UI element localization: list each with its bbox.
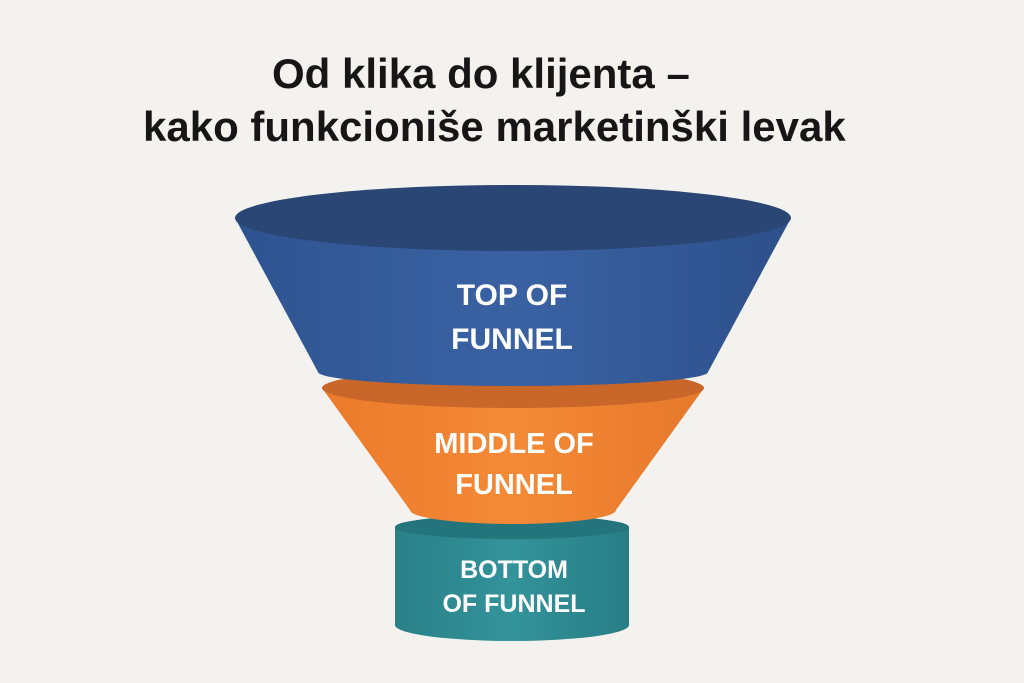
stage-bottom-body	[395, 527, 629, 641]
stage-middle-body	[322, 388, 704, 524]
stage-bottom-label-2: OF FUNNEL	[442, 590, 585, 618]
stage-top-body	[235, 218, 791, 386]
stage-top-label-2: FUNNEL	[451, 323, 573, 356]
stage-middle-label-2: FUNNEL	[455, 469, 573, 501]
stage-bottom-label-1: BOTTOM	[460, 556, 568, 584]
funnel-stage-top: TOP OF FUNNEL	[235, 185, 791, 386]
funnel-stage-bottom: BOTTOM OF FUNNEL	[395, 515, 629, 641]
title-line-1: Od klika do klijenta –	[272, 50, 690, 97]
stage-top-rim	[235, 185, 791, 251]
stage-top-label-1: TOP OF	[457, 279, 568, 312]
funnel-stage-middle: MIDDLE OF FUNNEL	[322, 368, 704, 524]
stage-middle-label-1: MIDDLE OF	[434, 428, 594, 460]
title-line-2: kako funkcioniše marketinški levak	[143, 103, 846, 150]
